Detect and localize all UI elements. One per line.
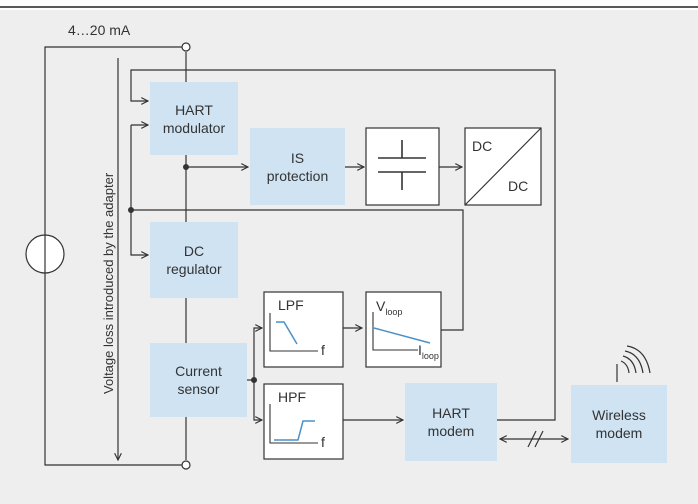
lpf-response-curve [276, 321, 298, 345]
hart-modulation-feedback-wire [130, 69, 556, 421]
lpf-axis-label: f [321, 342, 325, 358]
junction-dot [128, 207, 134, 213]
junction-dot [251, 377, 257, 383]
iloop-label: Iloop [418, 342, 439, 361]
to-hpf-arrow [253, 380, 262, 420]
hpf-axis-label: f [321, 434, 325, 450]
dc-dc-diagonal [464, 127, 542, 206]
voltage-loss-label: Voltage loss introduced by the adapter [101, 172, 116, 394]
junction-dot [183, 164, 189, 170]
dc-input-label: DC [472, 138, 493, 154]
modem-link-slash-1 [527, 430, 537, 448]
dc-output-label: DC [508, 178, 529, 194]
antenna-icon [616, 345, 651, 382]
terminal-bottom [181, 460, 191, 470]
to-lpf-arrow [253, 328, 262, 380]
modem-link-slash-2 [534, 430, 544, 448]
lpf-box [263, 291, 344, 368]
terminal-top [181, 42, 191, 52]
lpf-label: LPF [278, 297, 304, 313]
current-range-label: 4…20 mA [68, 22, 131, 38]
vloop-label: Vloop [376, 298, 403, 317]
hpf-label: HPF [278, 389, 306, 405]
vloop-feedback-wire [130, 209, 464, 331]
vloop-curve [373, 327, 431, 344]
hpf-response-curve [274, 420, 315, 441]
capacitor-box [365, 127, 440, 206]
